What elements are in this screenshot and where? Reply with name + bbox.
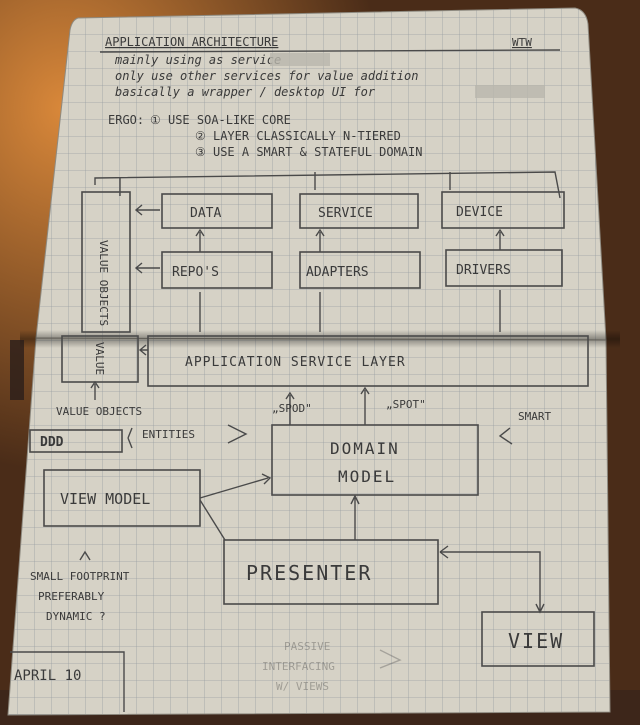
- repos-label: REPO'S: [172, 265, 219, 280]
- device-label: DEVICE: [456, 205, 503, 220]
- value-objects-column: [81, 191, 131, 333]
- faint-notes: PASSIVE INTERFACING W/ VIEWS: [262, 640, 402, 693]
- drivers-label: DRIVERS: [456, 263, 511, 278]
- footprint-note-2: PREFERABLY: [38, 590, 105, 603]
- value-vertical: VALUE: [93, 342, 106, 375]
- view-box: [481, 611, 595, 667]
- service-label: SERVICE: [318, 206, 373, 221]
- value-objects-label: VALUE OBJECTS: [56, 405, 142, 418]
- adapters-label: ADAPTERS: [306, 265, 369, 280]
- ergo-prefix: ERGO:: [108, 113, 144, 127]
- drivers-box: [445, 249, 563, 287]
- smart-label: SMART: [518, 410, 551, 423]
- bullet-3: basically a wrapper / desktop UI for: [115, 85, 376, 99]
- faint-note-3: W/ VIEWS: [276, 680, 329, 693]
- entities-label: ENTITIES: [142, 428, 195, 441]
- notes-title: APPLICATION ARCHITECTURE: [105, 35, 278, 49]
- date-stamp: APRIL 10: [14, 668, 81, 684]
- spod-label: „SPOD": [272, 402, 312, 415]
- presenter-box: [223, 539, 439, 605]
- repos-box: [161, 251, 273, 289]
- corner-tag: WTW: [512, 36, 532, 49]
- faint-note-2: INTERFACING: [262, 660, 335, 673]
- redaction-blur-2: [475, 85, 545, 98]
- bullet-2: only use other services for value additi…: [115, 69, 418, 83]
- service-box: [299, 193, 419, 229]
- bullet-1: mainly using as service: [114, 53, 281, 67]
- view-model-label: VIEW MODEL: [60, 490, 150, 508]
- ergo-item-3: ③ USE A SMART & STATEFUL DOMAIN: [195, 145, 423, 159]
- domain-model-line1: DOMAIN: [330, 439, 400, 458]
- view-label: VIEW: [508, 629, 564, 653]
- footprint-note-1: SMALL FOOTPRINT: [30, 570, 130, 583]
- value-objects-vertical: VALUE OBJECTS: [97, 240, 110, 326]
- data-label: DATA: [190, 206, 221, 221]
- presenter-label: PRESENTER: [246, 561, 372, 585]
- ergo-item-2: ② LAYER CLASSICALLY N-TIERED: [195, 129, 401, 143]
- redaction-blur-1: [270, 53, 330, 66]
- app-service-layer-label: APPLICATION SERVICE LAYER: [185, 355, 406, 370]
- adapters-box: [299, 251, 421, 289]
- ergo-item-1: ① USE SOA-LIKE CORE: [150, 113, 291, 127]
- ddd-label: DDD: [40, 435, 64, 450]
- faint-note-1: PASSIVE: [284, 640, 330, 653]
- data-box: [161, 193, 273, 229]
- device-box: [441, 191, 565, 229]
- domain-model-line2: MODEL: [338, 467, 396, 486]
- bookmark-ribbon: [10, 340, 24, 400]
- spot-label: „SPOT": [386, 398, 426, 411]
- domain-model-box: [271, 424, 479, 496]
- footprint-note-3: DYNAMIC ?: [46, 610, 106, 623]
- app-service-layer-box: [147, 335, 589, 387]
- ddd-box: [29, 429, 123, 453]
- value-box: [61, 335, 139, 383]
